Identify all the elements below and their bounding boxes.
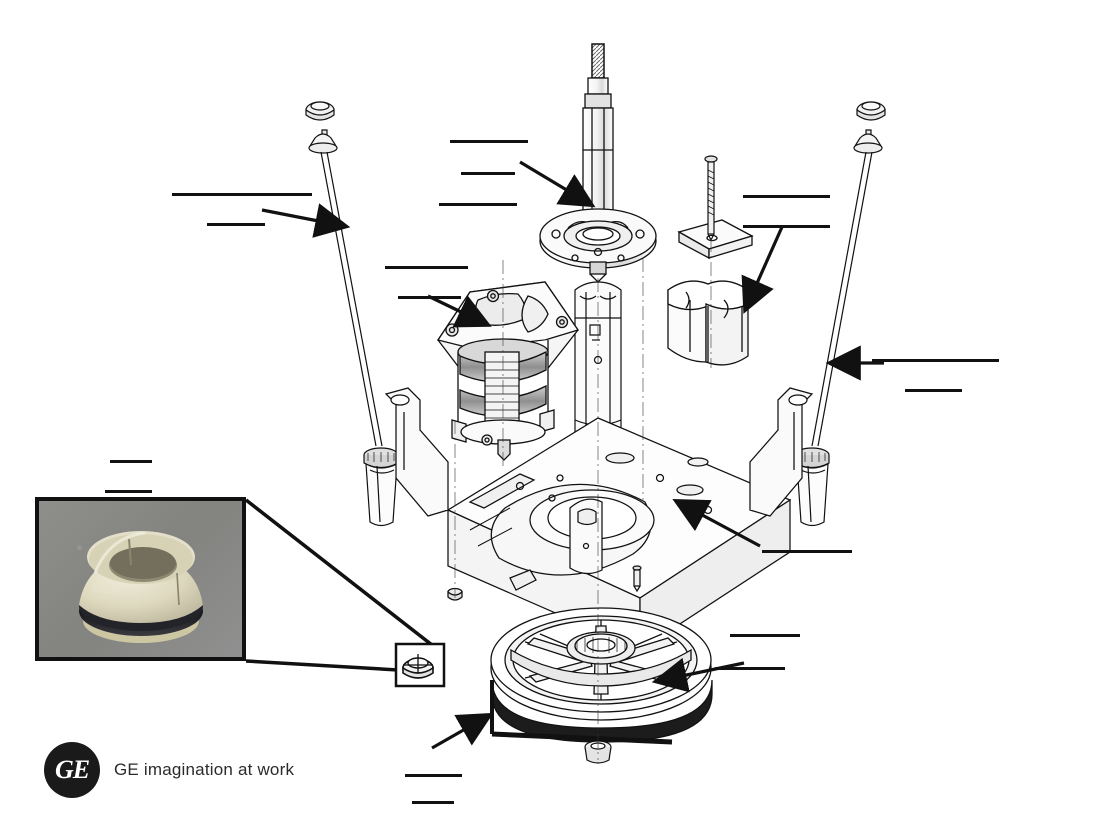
detail-box bbox=[394, 642, 446, 688]
label-line-1[interactable] bbox=[172, 193, 312, 196]
label-line-5[interactable] bbox=[439, 203, 517, 206]
label-line-14[interactable] bbox=[762, 550, 852, 553]
arrow-drive-belt bbox=[431, 712, 494, 750]
mount-plate-part bbox=[677, 219, 754, 260]
bushing-photo-inset bbox=[35, 497, 246, 661]
ge-brand-lockup: GE GE imagination at work bbox=[44, 742, 294, 798]
label-line-12[interactable] bbox=[110, 460, 152, 463]
drive-pulley-part bbox=[490, 607, 713, 745]
arrow-counterweight bbox=[741, 226, 784, 314]
label-line-16[interactable] bbox=[715, 667, 785, 670]
label-line-9[interactable] bbox=[743, 225, 830, 228]
ge-logo-text: GE bbox=[54, 755, 90, 784]
label-line-10[interactable] bbox=[872, 359, 999, 362]
label-line-18[interactable] bbox=[412, 801, 454, 804]
label-line-3[interactable] bbox=[450, 140, 528, 143]
arrow-suspension-rod-left bbox=[261, 203, 351, 238]
label-line-6[interactable] bbox=[385, 266, 468, 269]
counterweight-part bbox=[667, 280, 749, 366]
label-line-11[interactable] bbox=[905, 389, 962, 392]
label-line-17[interactable] bbox=[405, 774, 462, 777]
arrow-drive-shaft bbox=[519, 160, 596, 208]
arrow-base-frame bbox=[672, 498, 761, 548]
drive-shaft-part bbox=[539, 43, 657, 283]
label-line-8[interactable] bbox=[743, 195, 830, 198]
label-line-13[interactable] bbox=[105, 490, 152, 493]
drive-motor-part bbox=[436, 281, 580, 461]
label-line-15[interactable] bbox=[730, 634, 800, 637]
label-line-7[interactable] bbox=[398, 296, 461, 299]
arrow-drive-motor bbox=[427, 294, 492, 328]
callout-arrows bbox=[261, 160, 884, 750]
center-axis-lines bbox=[454, 238, 712, 760]
suspension-rod-left-part bbox=[305, 101, 399, 527]
bushing-photo-artwork bbox=[79, 531, 203, 643]
suspension-rod-right-part bbox=[794, 101, 886, 527]
label-line-2[interactable] bbox=[207, 223, 265, 226]
label-line-4[interactable] bbox=[461, 172, 515, 175]
mount-screw-part bbox=[704, 155, 718, 242]
ge-logo-icon: GE bbox=[44, 742, 100, 798]
arrow-drive-pulley bbox=[651, 657, 745, 693]
ge-tagline: GE imagination at work bbox=[114, 760, 295, 779]
